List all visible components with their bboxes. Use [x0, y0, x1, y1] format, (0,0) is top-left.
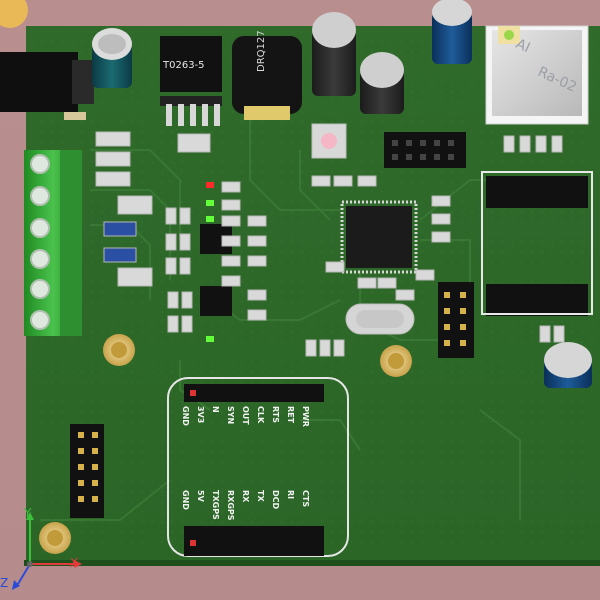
bottom-header-label-3: RXGPS — [226, 490, 235, 521]
screw-terminal-block — [24, 150, 82, 336]
top-header-label-0: GND — [181, 406, 190, 426]
top-header-label-8: PWR — [301, 406, 310, 427]
bottom-header-label-4: RX — [241, 490, 250, 503]
capacitor-c3 — [360, 52, 404, 114]
bottom-header-label-6: DCD — [271, 490, 280, 510]
small-ic-u2 — [200, 286, 232, 316]
axis-indicator — [12, 512, 82, 590]
top-header-label-2: N — [211, 406, 220, 413]
smd-components — [95, 131, 565, 357]
mounting-holes — [39, 334, 412, 554]
top-header-label-3: SYN — [226, 406, 235, 425]
header-j1 — [384, 132, 466, 168]
top-header-label-5: CLK — [256, 406, 265, 424]
top-header-label-4: OUT — [241, 406, 250, 425]
bottom-header-label-0: GND — [181, 490, 190, 510]
bottom-header-label-8: CTS — [301, 490, 310, 508]
bottom-header-label-5: TX — [256, 490, 265, 502]
lora-module — [485, 25, 589, 125]
inductor-label: DRQ127 — [256, 30, 267, 72]
axis-z-label: Z — [0, 576, 9, 590]
crystal — [345, 303, 415, 335]
dc-power-jack — [0, 0, 94, 120]
axis-x-label: X — [70, 556, 79, 570]
push-button — [311, 123, 347, 159]
regulator-label: T0263-5 — [163, 60, 205, 71]
axis-y-label: Y — [24, 506, 32, 520]
header-j4 — [70, 424, 104, 518]
capacitor-c5 — [544, 342, 592, 388]
bottom-header-label-1: 5V — [196, 490, 205, 502]
bottom-header-label-7: RI — [286, 490, 295, 500]
status-leds — [206, 182, 214, 342]
inductor — [232, 36, 302, 120]
gps-header-bottom — [184, 526, 324, 556]
bottom-header-labels: GND 5V TXGPS RXGPS RX TX DCD RI CTS — [181, 490, 330, 526]
gps-header-top — [184, 384, 324, 402]
capacitor-c4 — [432, 0, 472, 64]
bottom-header-label-2: TXGPS — [211, 490, 220, 520]
top-header-labels: GND 3V3 N SYN OUT CLK RTS RET PWR — [181, 406, 330, 436]
top-header-label-6: RTS — [271, 406, 280, 424]
top-header-label-1: 3V3 — [196, 406, 205, 424]
header-j3 — [438, 282, 474, 358]
mcu-chip — [340, 200, 418, 274]
regulator-ic — [160, 36, 222, 126]
capacitor-c2 — [312, 12, 356, 96]
header-j2 — [481, 171, 593, 316]
top-header-label-7: RET — [286, 406, 295, 424]
capacitor-c1 — [92, 28, 132, 88]
